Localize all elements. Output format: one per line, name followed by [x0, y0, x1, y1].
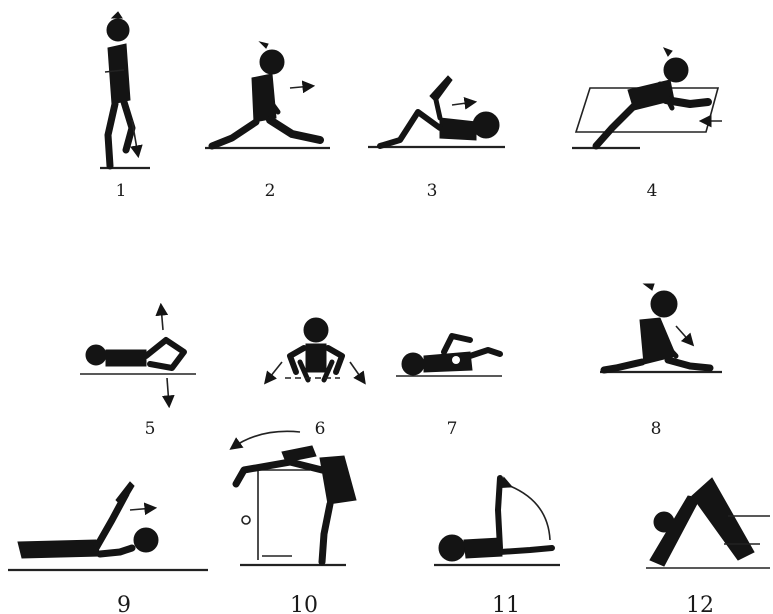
exercise-figure-8 [600, 284, 722, 372]
exercise-figure-2 [205, 42, 330, 148]
figure-number-1: 1 [116, 181, 127, 201]
exercise-figure-5 [80, 306, 196, 405]
exercise-figure-12 [646, 478, 770, 568]
figure-number-3: 3 [427, 181, 438, 201]
figure-number-9: 9 [117, 593, 131, 614]
exercise-figure-3 [368, 76, 505, 147]
figure-number-11: 11 [492, 593, 520, 614]
figure-number-6: 6 [315, 419, 326, 439]
exercise-figure-1 [100, 12, 150, 168]
figure-number-8: 8 [651, 419, 662, 439]
figure-number-4: 4 [647, 181, 658, 201]
figure-number-5: 5 [145, 419, 156, 439]
exercise-figure-4 [572, 48, 722, 148]
exercise-figure-10 [232, 431, 356, 565]
figure-number-12: 12 [686, 593, 714, 614]
exercise-figure-9 [8, 482, 208, 570]
figure-number-2: 2 [265, 181, 276, 201]
figure-number-7: 7 [447, 419, 458, 439]
exercise-figure-11 [434, 478, 560, 565]
exercise-figure-7 [396, 336, 502, 376]
exercise-figure-6 [266, 318, 364, 382]
figure-number-10: 10 [290, 593, 318, 614]
